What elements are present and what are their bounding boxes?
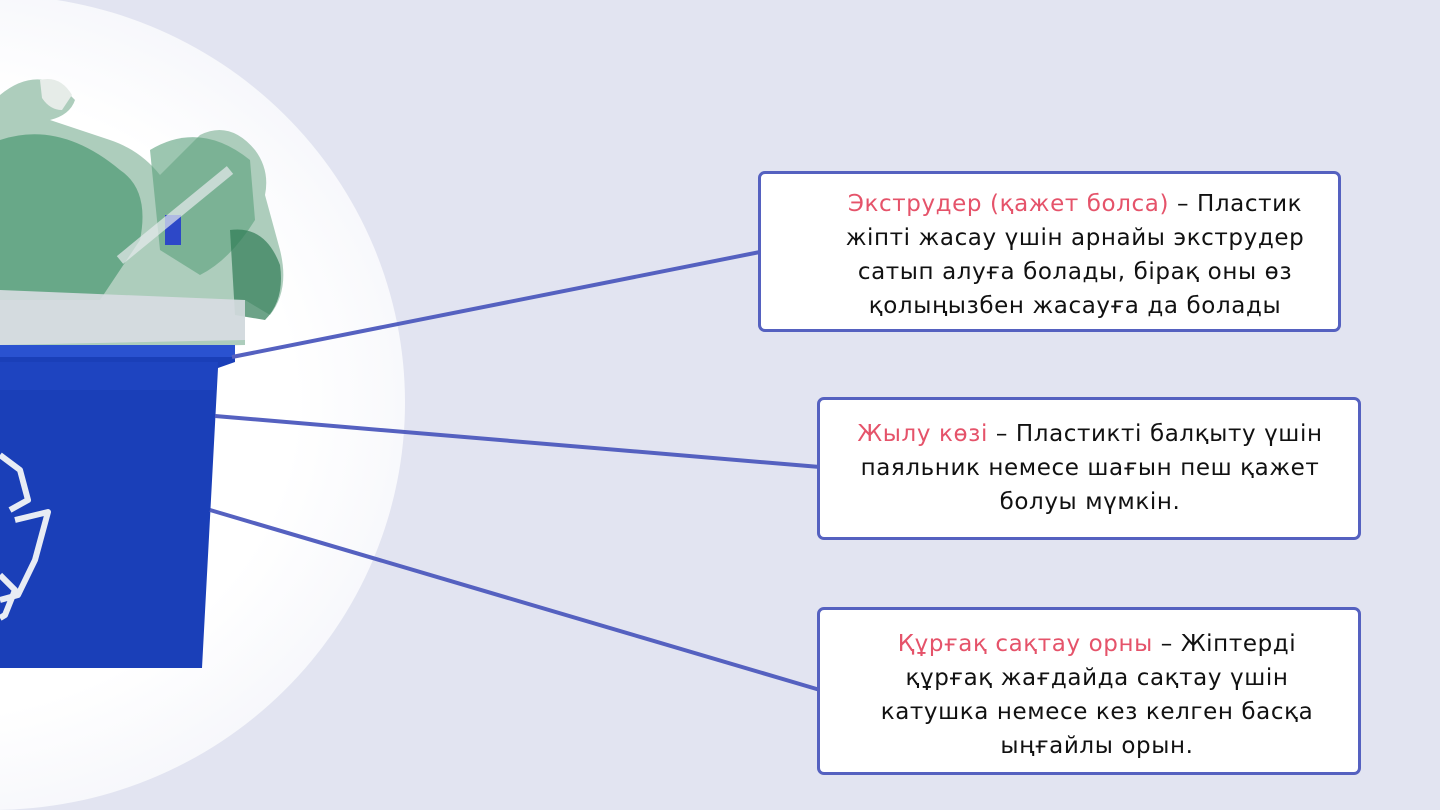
callout-text-heat-source: Жылу көзі – Пластикті балқыту үшін паяль… <box>845 417 1335 519</box>
callout-description: Пластик жіпті жасау үшін арнайы экструде… <box>845 191 1305 319</box>
callout-separator: – <box>1169 191 1190 217</box>
connector-lines <box>209 250 821 692</box>
callout-separator: – <box>1152 631 1181 657</box>
connector-line-storage <box>209 508 821 692</box>
callout-box-storage <box>817 607 1361 775</box>
callout-text-storage: Құрғақ сақтау орны – Жіптерді құрғақ жағ… <box>852 627 1342 763</box>
recycle-icon <box>0 452 51 621</box>
callout-description: Пластикті балқыту үшін паяльник немесе ш… <box>860 421 1323 515</box>
callout-description: Жіптерді құрғақ жағдайда сақтау үшін кат… <box>880 631 1314 759</box>
callout-term: Құрғақ сақтау орны <box>897 631 1153 657</box>
callout-box-extruder <box>758 171 1341 332</box>
connector-line-heat-source <box>214 414 821 469</box>
callout-term: Жылу көзі <box>857 421 988 447</box>
recycling-bin <box>0 345 235 668</box>
callout-separator: – <box>987 421 1016 447</box>
plastic-bottles <box>0 79 284 350</box>
callout-box-heat-source <box>817 397 1361 540</box>
callout-text-extruder: Экструдер (қажет болса) – Пластик жіпті … <box>830 187 1320 323</box>
callout-term: Экструдер (қажет болса) <box>847 191 1170 217</box>
connector-line-extruder <box>231 250 761 359</box>
